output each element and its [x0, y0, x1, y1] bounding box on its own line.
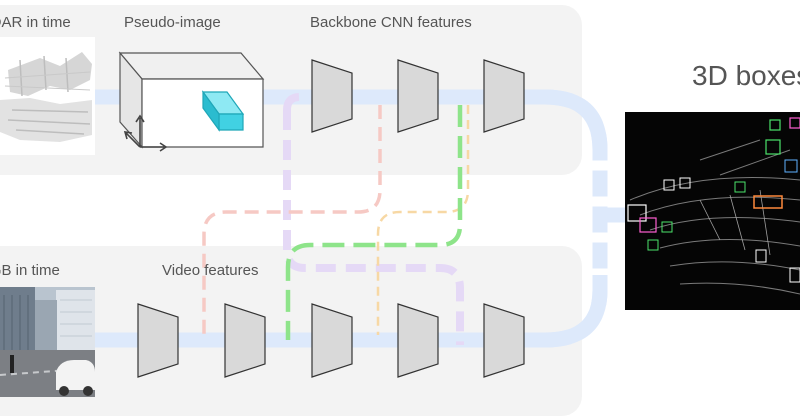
rgb-image	[0, 287, 96, 397]
purple-route-top	[283, 93, 301, 111]
output-title: 3D boxes	[692, 60, 800, 91]
rgb-in-time-label: RGB in time	[0, 262, 60, 279]
merge-dashes	[544, 89, 625, 348]
green-route	[285, 105, 463, 340]
backbone-cnn-features-label: Backbone CNN features	[310, 14, 472, 31]
orange-route	[376, 105, 470, 335]
video-feature-block	[224, 303, 266, 378]
video-features-label: Video features	[162, 262, 258, 279]
pink-route	[202, 105, 382, 340]
video-feature-block	[397, 303, 439, 378]
lidar-image	[0, 37, 95, 155]
video-feature-block	[483, 303, 525, 378]
video-feature-block	[137, 303, 179, 378]
backbone-cnn-block	[483, 59, 525, 133]
backbone-cnn-block	[397, 59, 439, 133]
pseudo-image-label: Pseudo-image	[124, 14, 221, 31]
video-feature-block	[311, 303, 353, 378]
video-feature-blocks	[137, 303, 525, 378]
lidar-in-time-label: LiDAR in time	[0, 14, 71, 31]
output-detection-image	[625, 112, 800, 310]
backbone-cnn-blocks	[311, 59, 525, 133]
pseudo-image-cuboid-icon	[118, 51, 265, 152]
backbone-cnn-block	[311, 59, 353, 133]
